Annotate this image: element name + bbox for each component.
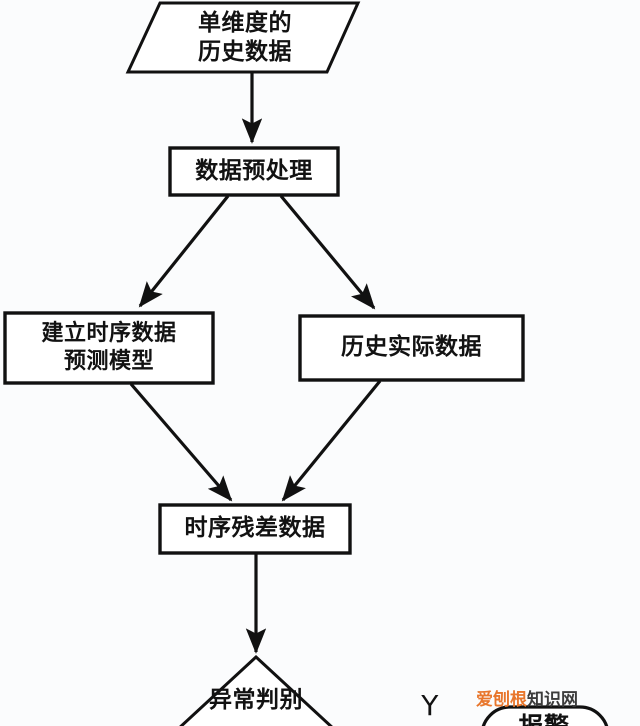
node-shape-model bbox=[3, 311, 215, 385]
edge-preprocess-to-actual bbox=[279, 194, 376, 310]
node-shape-source bbox=[125, 1, 361, 74]
edge-actual-to-residual bbox=[281, 379, 382, 502]
node-shape-preprocess bbox=[168, 146, 340, 197]
node-shape-actual bbox=[298, 314, 525, 382]
node-shape-alarm bbox=[481, 705, 609, 726]
edge-model-to-residual bbox=[129, 382, 233, 502]
edge-preprocess-to-model bbox=[138, 195, 230, 308]
node-shape-residual bbox=[158, 503, 352, 555]
node-shape-decision bbox=[179, 654, 333, 726]
